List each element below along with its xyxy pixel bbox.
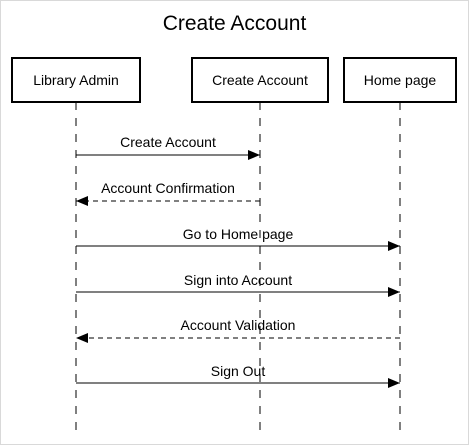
participant-library-admin: Library Admin [11, 57, 141, 103]
message-label: Sign Out [211, 363, 266, 379]
message-go-to-home-page: Go to Home page [76, 226, 400, 251]
message-label: Create Account [120, 134, 216, 150]
participant-box [11, 57, 141, 103]
message-label: Account Confirmation [101, 180, 235, 196]
message-label: Sign into Account [184, 272, 292, 288]
participant-create-account: Create Account [191, 57, 329, 103]
message-account-validation: Account Validation [76, 317, 400, 343]
diagram-title: Create Account [163, 12, 307, 35]
message-label: Go to Home page [183, 226, 294, 242]
participant-label: Library Admin [33, 72, 119, 88]
message-create-account: Create Account [76, 134, 260, 160]
participant-box [343, 57, 457, 103]
message-account-confirmation: Account Confirmation [76, 180, 260, 206]
message-sign-into-account: Sign into Account [76, 272, 400, 297]
participant-box [191, 57, 329, 103]
message-label: Account Validation [181, 317, 296, 333]
participant-home-page: Home page [343, 57, 457, 103]
message-sign-out: Sign Out [76, 363, 400, 388]
participant-label: Create Account [212, 72, 308, 88]
participant-label: Home page [364, 72, 437, 88]
